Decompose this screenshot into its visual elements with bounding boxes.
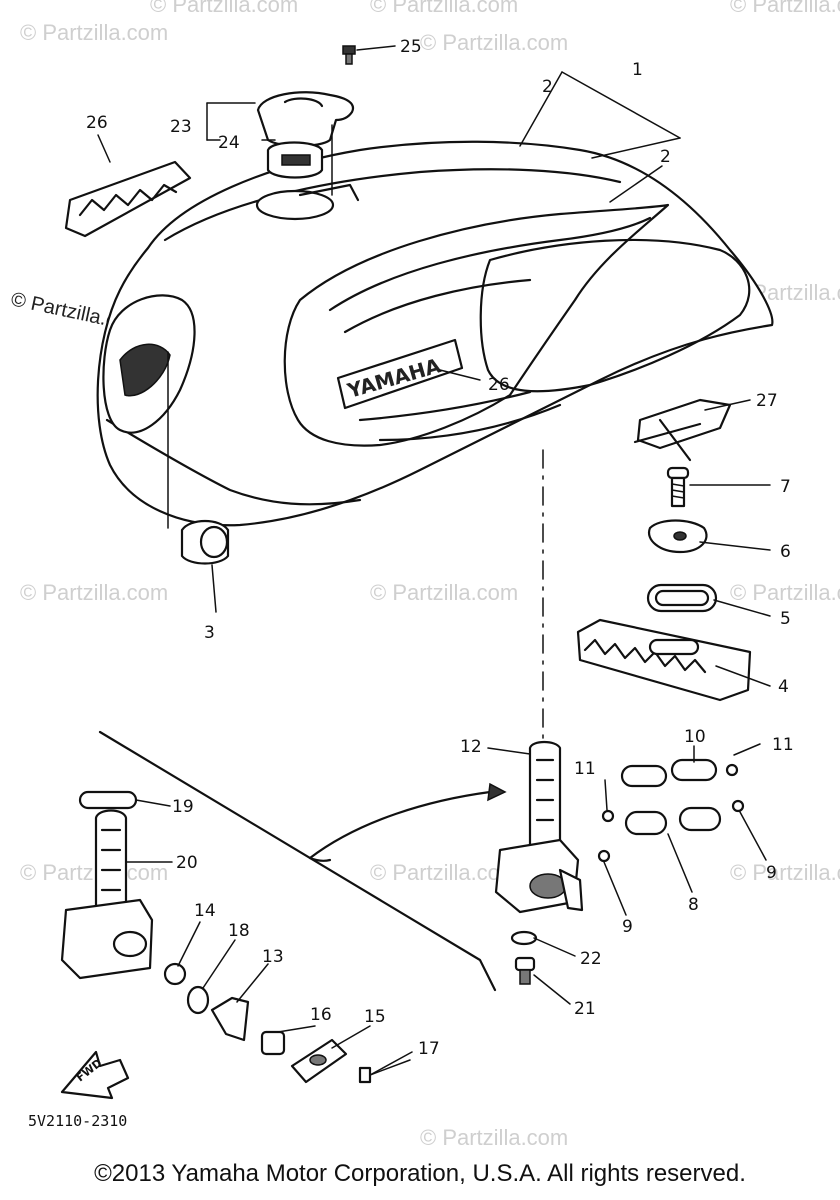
callout-26: 26: [488, 375, 510, 395]
diagram-code: 5V2110-2310: [28, 1112, 127, 1130]
watermark: © Partzilla.com: [370, 860, 518, 885]
callout-19: 19: [172, 797, 194, 817]
watermark: © Partzilla.com: [730, 580, 840, 605]
callout-17: 17: [418, 1039, 440, 1059]
washer-6: [647, 519, 708, 554]
copyright-notice: ©2013 Yamaha Motor Corporation, U.S.A. A…: [94, 1160, 746, 1187]
clip-27: [633, 398, 732, 462]
callout-18: 18: [228, 921, 250, 941]
callout-15: 15: [364, 1007, 386, 1027]
callout-8: 8: [688, 895, 699, 915]
callout-10: 10: [684, 727, 706, 747]
callout-21: 21: [574, 999, 596, 1019]
fuel-cap-assembly: [256, 91, 355, 196]
callout-3: 3: [204, 623, 215, 643]
callout-9: 9: [622, 917, 633, 937]
leader-lines: [97, 45, 771, 1076]
cap-3: [167, 351, 230, 565]
watermark: © Partzilla.com: [370, 580, 518, 605]
callout-1: 1: [632, 60, 643, 80]
callout-5: 5: [780, 609, 791, 629]
callout-4: 4: [778, 677, 789, 697]
watermark: © Partzilla.com: [20, 20, 168, 45]
callout-26: 26: [86, 113, 108, 133]
callout-14: 14: [194, 901, 216, 921]
callout-2: 2: [660, 147, 671, 167]
callout-27: 27: [756, 391, 778, 411]
callout-20: 20: [176, 853, 198, 873]
callout-24: 24: [218, 133, 240, 153]
watermark: © Partzilla.com: [420, 30, 568, 55]
fuel-tank: YAMAHA: [96, 140, 774, 527]
callout-7: 7: [780, 477, 791, 497]
callout-22: 22: [580, 949, 602, 969]
fuel-tank-parts-diagram: © Partzilla.com © Partzilla.com © Partzi…: [9, 0, 840, 1150]
callout-labels: 1 2 2 3 4 5 6 7 8 9 9 10 11 11 12 13 14 …: [86, 37, 794, 1059]
grommet-5: [646, 583, 718, 613]
callout-16: 16: [310, 1005, 332, 1025]
washer-22: [510, 930, 538, 946]
forward-arrow-icon: FWD: [60, 1050, 130, 1100]
screw-21: [514, 956, 536, 985]
callout-23: 23: [170, 117, 192, 137]
watermark: © Partzilla.com: [730, 0, 840, 17]
screw-25: [342, 45, 356, 65]
callout-2: 2: [542, 77, 553, 97]
callout-9: 9: [766, 863, 777, 883]
watermark: © Partzilla.com: [150, 0, 298, 17]
callout-25: 25: [400, 37, 422, 57]
watermark: © Partzilla.com: [20, 580, 168, 605]
hoses: [597, 758, 745, 863]
bolt-7: [666, 466, 690, 508]
callout-11: 11: [772, 735, 794, 755]
callout-13: 13: [262, 947, 284, 967]
watermark: © Partzilla.com: [420, 1125, 568, 1150]
watermark: © Partzilla.com: [370, 0, 518, 17]
small-parts-lower: [163, 962, 411, 1084]
callout-12: 12: [460, 737, 482, 757]
fuel-cock-12: [494, 740, 584, 914]
callout-11: 11: [574, 759, 596, 779]
callout-6: 6: [780, 542, 791, 562]
watermark: © Partzilla.com: [730, 860, 840, 885]
side-trim-26: [64, 160, 192, 238]
fuel-cock-20: [60, 790, 154, 980]
damper-4: [576, 618, 752, 702]
watermark: © Partzilla.com: [20, 860, 168, 885]
